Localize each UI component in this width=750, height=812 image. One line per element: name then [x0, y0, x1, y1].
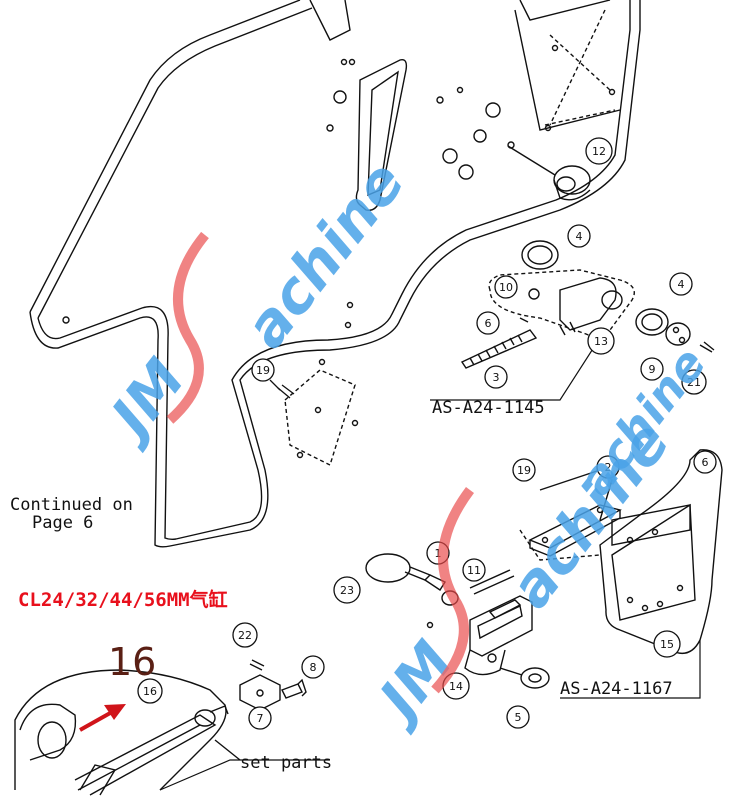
watermark-top: JM achine	[93, 149, 417, 456]
assembly-label-1167: AS-A24-1167	[560, 679, 673, 699]
callout-3: 3	[493, 371, 500, 384]
part-12-boss	[507, 145, 591, 201]
callout-6-right: 6	[702, 456, 709, 469]
assembly-1145	[460, 240, 715, 369]
callout-19-plate: 19	[256, 364, 270, 377]
callout-14: 14	[449, 680, 463, 693]
callout-11: 11	[467, 564, 481, 577]
cylinder-set	[14, 659, 307, 796]
callout-2: 2	[605, 461, 612, 474]
callout-8: 8	[310, 661, 317, 674]
continued-line-1: Continued on	[10, 495, 133, 515]
callout-4-right: 4	[678, 278, 685, 291]
callout-22: 22	[238, 629, 252, 642]
leader-set-parts	[159, 759, 330, 791]
part-19-screw	[269, 379, 295, 399]
red-arrow-icon	[79, 704, 126, 732]
callout-4-top: 4	[576, 230, 583, 243]
callout-19-bar: 19	[517, 464, 531, 477]
callout-6-top: 6	[485, 317, 492, 330]
callout-5: 5	[515, 711, 522, 724]
leader-1167	[560, 640, 701, 699]
callout-12: 12	[592, 145, 606, 158]
callout-1: 1	[435, 547, 442, 560]
continued-line-2: Page 6	[32, 513, 93, 533]
big-part-number: 16	[108, 640, 156, 684]
callout-21: 21	[687, 376, 701, 389]
callout-7: 7	[257, 712, 264, 725]
callout-9: 9	[649, 363, 656, 376]
callout-13: 13	[594, 335, 608, 348]
svg-text:achine: achine	[231, 149, 417, 361]
assembly-1167	[365, 449, 723, 689]
set-parts-label: set parts	[240, 753, 332, 773]
svg-text:JM: JM	[361, 630, 466, 738]
leader-1145	[430, 329, 606, 401]
callout-10: 10	[499, 281, 513, 294]
callout-16: 16	[143, 685, 157, 698]
cylinder-title: CL24/32/44/56MM气缸	[18, 588, 228, 611]
callout-23: 23	[340, 584, 354, 597]
callout-circles	[137, 137, 717, 730]
callout-15: 15	[660, 638, 674, 651]
assembly-label-1145: AS-A24-1145	[432, 398, 545, 418]
callout-labels: 12 4 10 4 6 13 9 21 3 19 19 2 6 1 11 23 …	[143, 145, 709, 725]
